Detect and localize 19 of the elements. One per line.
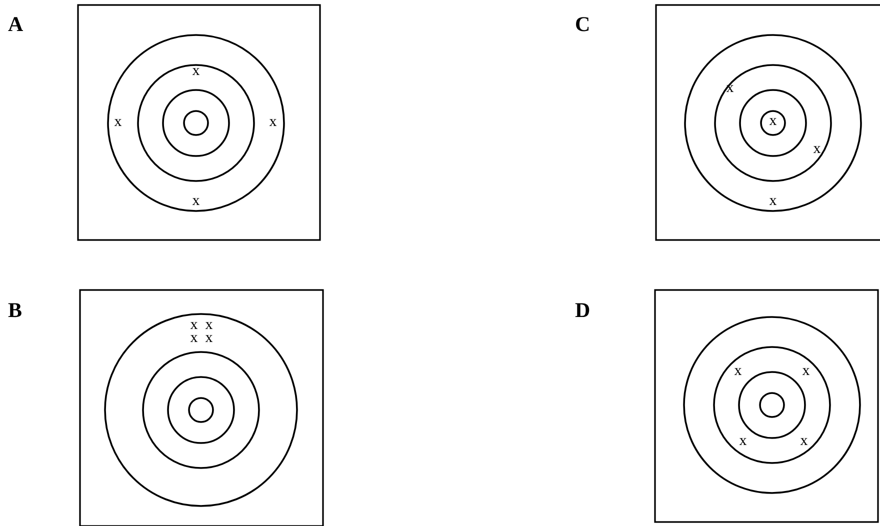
cross-mark: x [269, 115, 277, 130]
cross-mark: x [205, 331, 213, 346]
cross-mark: x [192, 194, 200, 209]
panel-letter: A [8, 14, 24, 35]
cross-mark: x [813, 142, 821, 157]
cross-mark: x [190, 318, 198, 333]
cross-mark: x [769, 194, 777, 209]
cross-mark: x [769, 114, 777, 129]
cross-mark: x [800, 434, 808, 449]
cross-mark: x [190, 331, 198, 346]
cross-mark: x [739, 434, 747, 449]
cross-mark: x [802, 364, 810, 379]
cross-mark: x [114, 115, 122, 130]
panel-letter: B [8, 300, 22, 321]
cross-mark: x [205, 318, 213, 333]
panel-letter: D [575, 300, 590, 321]
panel-letter: C [575, 14, 590, 35]
cross-mark: x [192, 64, 200, 79]
cross-mark: x [734, 364, 742, 379]
